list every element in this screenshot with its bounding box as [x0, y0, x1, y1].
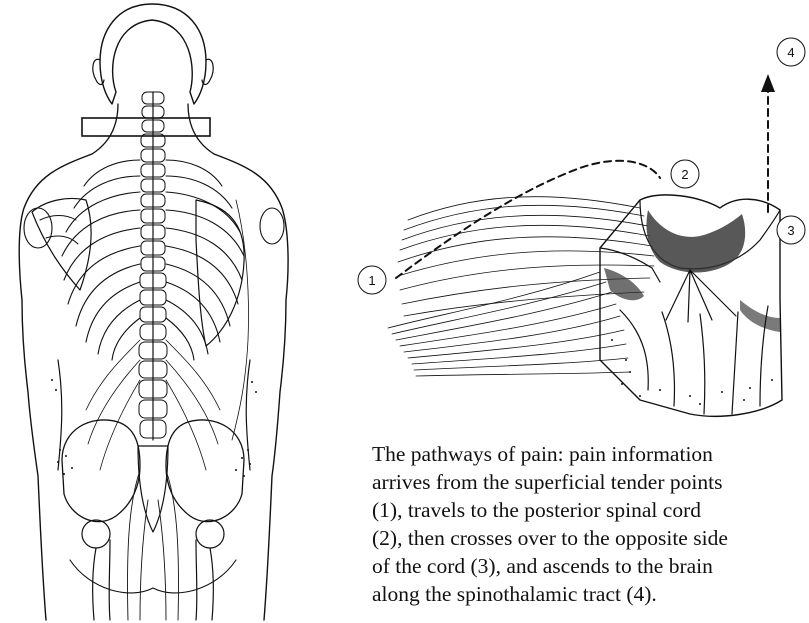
caption-line: (2), then crosses over to the opposite s…	[372, 524, 809, 552]
callout-1-label: 1	[368, 273, 375, 288]
back-anatomy-illustration	[19, 4, 288, 620]
callout-4-label: 4	[787, 45, 794, 60]
callout-1: 1	[358, 266, 386, 294]
callout-2: 2	[671, 160, 699, 188]
callout-3-label: 3	[787, 223, 794, 238]
caption-line: arrives from the superficial tender poin…	[372, 468, 809, 496]
callout-3: 3	[777, 216, 805, 244]
callout-4: 4	[777, 38, 805, 66]
caption-line: along the spinothalamic tract (4).	[372, 580, 809, 608]
caption-line: (1), travels to the posterior spinal cor…	[372, 496, 809, 524]
callout-2-label: 2	[681, 167, 688, 182]
spinal-cord-illustration: 1 2 3 4	[358, 38, 805, 416]
figure-caption: The pathways of pain: pain information a…	[372, 440, 809, 608]
caption-line: The pathways of pain: pain information	[372, 440, 809, 468]
caption-line: of the cord (3), and ascends to the brai…	[372, 552, 809, 580]
